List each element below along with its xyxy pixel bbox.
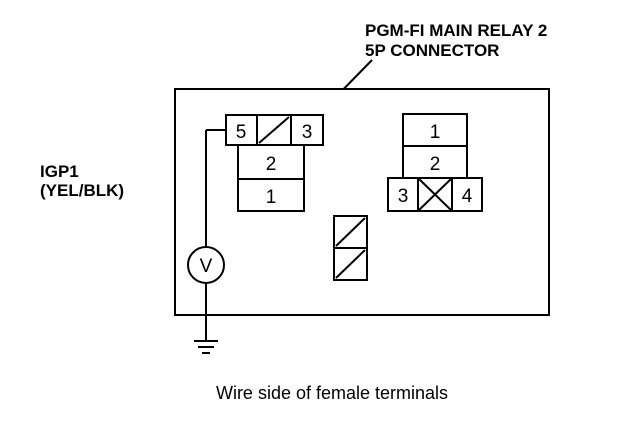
terminal-2: 2 xyxy=(266,154,277,175)
right-cavity-top xyxy=(402,113,468,147)
right-terminal-3: 3 xyxy=(398,186,409,207)
unused-terminal-slash xyxy=(258,116,290,144)
right-cavity-middle xyxy=(402,145,468,179)
left-cavity-bottom xyxy=(237,178,305,212)
right-cavity-group: 1 2 3 4 xyxy=(387,113,483,212)
wire-label-line1: IGP1 xyxy=(40,162,79,181)
voltmeter-symbol: V xyxy=(200,256,213,277)
terminal-3: 3 xyxy=(302,122,313,143)
diagram-caption: Wire side of female terminals xyxy=(216,383,448,403)
probe-wire xyxy=(205,129,226,340)
terminal-1: 1 xyxy=(266,187,277,208)
connector-title-line2: 5P CONNECTOR xyxy=(365,41,499,60)
ground-icon xyxy=(194,340,218,354)
left-cavity-middle xyxy=(237,144,305,180)
connector-title-line1: PGM-FI MAIN RELAY 2 xyxy=(365,21,547,40)
terminal-5: 5 xyxy=(236,122,247,143)
left-cavity-group: 5 3 2 1 xyxy=(225,114,324,212)
voltmeter-icon: V xyxy=(187,246,225,284)
right-terminal-4: 4 xyxy=(462,186,473,207)
right-terminal-2: 2 xyxy=(430,154,441,175)
center-blank-cavities xyxy=(333,215,368,281)
right-terminal-1: 1 xyxy=(430,122,441,143)
wire-label-line2: (YEL/BLK) xyxy=(40,181,124,200)
